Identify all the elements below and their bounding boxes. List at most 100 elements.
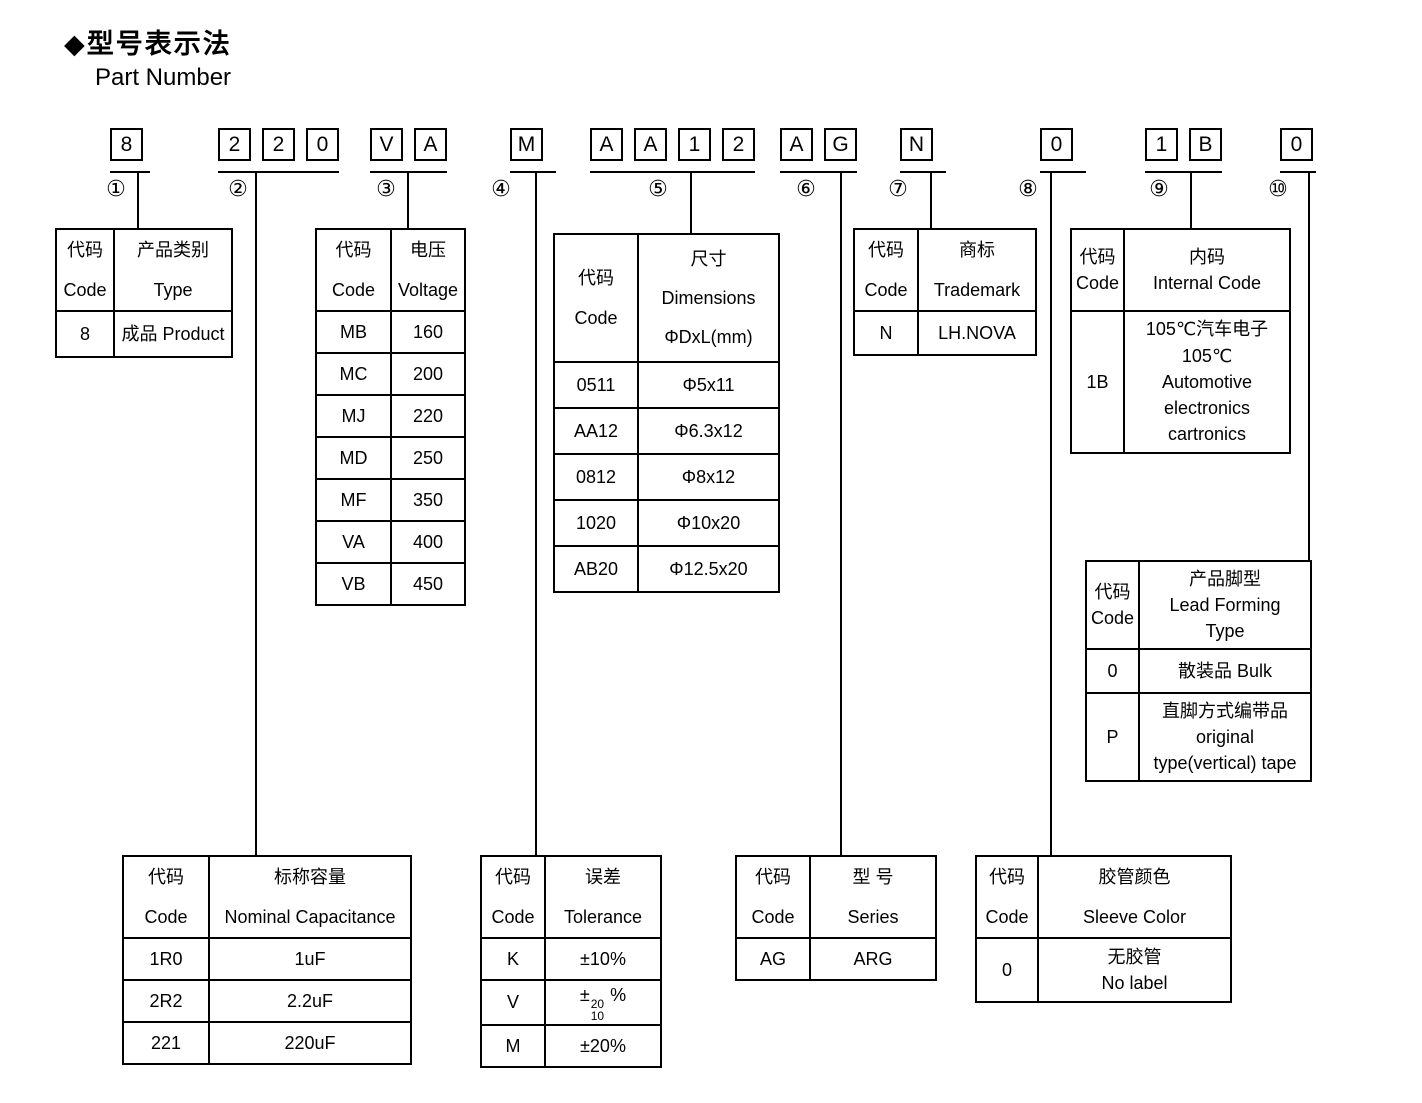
table-row: AG ARG [735,937,937,981]
table-row: 0 无胶管 No label [975,937,1232,1003]
segment-marker: ⑦ [888,176,908,201]
value-cell: 450 [390,562,466,606]
code-cell: 0511 [553,361,639,409]
value-cell: Φ10x20 [637,499,780,547]
code-cell: 1R0 [122,937,210,981]
table-row: P 直脚方式编带品 original type(vertical) tape [1084,692,1313,782]
segment-marker: ② [228,176,248,201]
table-row: M ±20% [480,1024,662,1068]
segment-marker: ⑤ [648,176,668,201]
part-number-box: A [634,128,667,161]
table-row: K ±10% [480,937,662,981]
value-cell: ±20% [544,1024,662,1068]
code-cell: M [480,1024,546,1068]
value-cell: 220uF [208,1021,412,1065]
code-cell: MF [315,478,392,522]
part-number-box: A [414,128,447,161]
code-cell: 221 [122,1021,210,1065]
code-cell: 0812 [553,453,639,501]
value-cell: 无胶管 No label [1037,937,1232,1003]
value-cell: Φ5x11 [637,361,780,409]
table-row: 8 成品 Product [55,310,233,358]
part-number-box: 1 [678,128,711,161]
connector-line [690,173,692,233]
table-row: 1B 105℃汽车电子 105℃ Automotive electronics … [1069,310,1292,454]
segment-marker: ⑧ [1018,176,1038,201]
tolerance-sub: 10 [590,1009,605,1023]
part-number-box: 2 [262,128,295,161]
group-underline [780,171,857,173]
part-number-box: V [370,128,403,161]
code-cell: AA12 [553,407,639,455]
part-number-box: 0 [1280,128,1313,161]
value-cell: 成品 Product [113,310,233,358]
value-cell: 2.2uF [208,979,412,1023]
group-underline [900,171,946,173]
page-title: ◆型号表示法 [64,29,232,59]
code-cell: V [480,979,546,1026]
connector-line [1308,173,1310,560]
value-cell: 1uF [208,937,412,981]
tolerance-sup: 20 [590,997,605,1011]
part-number-box: G [824,128,857,161]
code-cell: 2R2 [122,979,210,1023]
value-cell: 400 [390,520,466,564]
code-cell: 1020 [553,499,639,547]
table-row: 0 散装品 Bulk [1084,648,1313,694]
connector-line [535,173,537,855]
code-cell: 1B [1069,310,1126,454]
value-cell: Φ8x12 [637,453,780,501]
connector-line [930,173,932,228]
value-cell: ARG [809,937,937,981]
part-number-box: 0 [1040,128,1073,161]
connector-line [1050,173,1052,855]
code-cell: 0 [975,937,1039,1003]
value-cell: 散装品 Bulk [1138,648,1313,694]
group-underline [510,171,556,173]
part-number-box: 0 [306,128,339,161]
part-number-box: B [1189,128,1222,161]
part-number-box: A [590,128,623,161]
value-cell: 105℃汽车电子 105℃ Automotive electronics car… [1123,310,1292,454]
segment-marker: ⑩ [1268,176,1288,201]
part-number-box: N [900,128,933,161]
code-cell: AB20 [553,545,639,593]
group-underline [590,171,755,173]
code-cell: 0 [1084,648,1141,694]
connector-line [1190,173,1192,228]
